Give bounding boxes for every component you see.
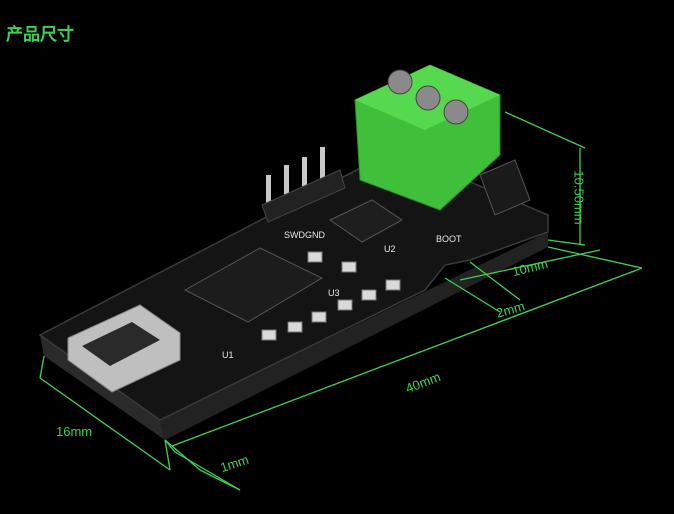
terminal-block (354, 64, 501, 211)
driver-chip (329, 199, 403, 243)
usb-port (82, 322, 160, 366)
dim-width: 16mm (56, 424, 93, 439)
smd-components (261, 251, 401, 341)
silk-u3: U3 (328, 288, 340, 298)
silk-swd: SWDGND (284, 230, 325, 240)
dimension-lines (39, 111, 643, 491)
silk-u2: U2 (384, 244, 396, 254)
mcu-chip (183, 247, 324, 323)
page-title: 产品尺寸 (6, 25, 74, 45)
pin-header (261, 147, 346, 223)
boot-jumper (479, 159, 531, 216)
pcb-edge-side (160, 232, 548, 440)
silk-boot: BOOT (436, 234, 462, 244)
dim-height: 10.50mm (571, 170, 587, 225)
silk-u1: U1 (222, 350, 234, 360)
